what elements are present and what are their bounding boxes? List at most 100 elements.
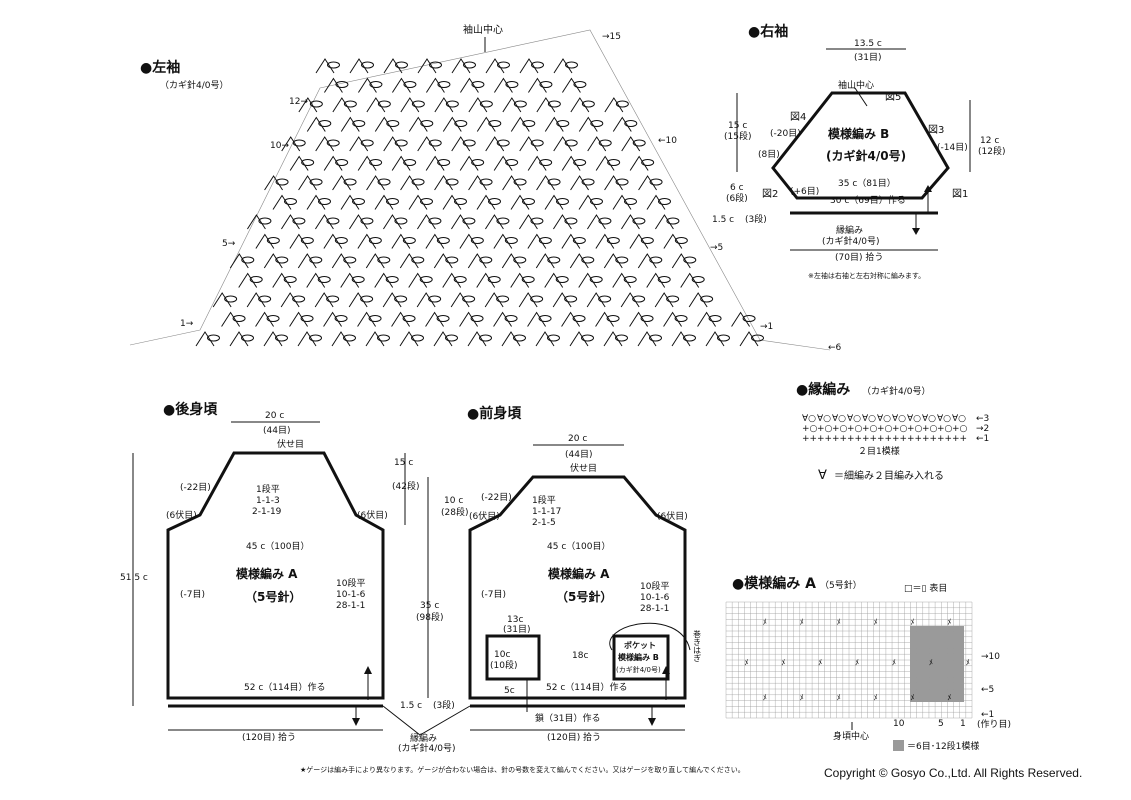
chain-loop: [419, 276, 433, 283]
front-top: 20 c: [568, 434, 587, 444]
rs-center-label: 袖山中心: [838, 79, 874, 91]
right-sleeve-title: ●右袖: [748, 23, 788, 40]
fan-stitch: [229, 253, 249, 269]
chain-loop: [505, 159, 519, 166]
chain-loop: [275, 334, 288, 342]
fan-stitch: [586, 292, 606, 308]
border-stitch: ++: [832, 434, 847, 444]
row-label-15: →15: [602, 32, 621, 42]
border-stitch: ∀○: [877, 414, 891, 424]
chain-loop: [691, 276, 705, 283]
border-stitch: +○: [862, 424, 878, 434]
back-right-cm: 15 c: [394, 458, 413, 468]
chart-n10: 10: [893, 719, 905, 729]
chain-loop: [547, 178, 561, 186]
chain-loop: [564, 139, 578, 147]
cross-stitch-mark: ﾒ: [837, 693, 841, 702]
chain-loop: [708, 315, 722, 322]
chain-loop: [505, 81, 519, 88]
fan-stitch: [638, 175, 657, 191]
chain-loop: [436, 315, 450, 322]
border-stitch: +○: [832, 424, 848, 434]
chain-loop: [547, 256, 561, 264]
chain-loop: [590, 198, 603, 205]
fan-stitch: [289, 233, 309, 249]
chain-loop: [368, 237, 382, 244]
fan-stitch: [417, 214, 436, 230]
chain-loop: [463, 61, 476, 69]
fan-stitch: [552, 292, 572, 308]
rs-edge-needle: (カギ針4/0号): [822, 235, 880, 247]
border-symbol-note: ＝細編み２目編み入れる: [834, 469, 944, 482]
fan-stitch: [527, 233, 547, 249]
chart-start: (作り目): [977, 718, 1011, 730]
rs-pattern: 模様編み B: [828, 126, 889, 141]
fan-stitch: [476, 194, 496, 210]
chain-loop: [343, 178, 357, 186]
front-rows3: (3段): [433, 699, 455, 711]
chain-loop: [335, 159, 349, 166]
fan-stitch: [604, 97, 624, 113]
rs-shape: [771, 91, 950, 200]
chain-loop: [420, 198, 433, 205]
pocket-label-0: ポケット: [624, 640, 656, 650]
border-stitch: +○: [952, 424, 968, 434]
fan-stitch: [459, 155, 479, 171]
chain-loop: [403, 159, 417, 166]
chain-loop: [539, 159, 553, 166]
chain-loop: [394, 139, 408, 147]
fan-stitch: [654, 292, 674, 308]
fan-stitch: [680, 272, 700, 288]
chain-loop: [581, 334, 594, 342]
fan-stitch: [255, 233, 275, 249]
fan-stitch: [400, 175, 419, 191]
fan-stitch: [425, 155, 445, 171]
fan-stitch: [417, 58, 437, 74]
fan-stitch: [562, 77, 581, 93]
fan-stitch: [383, 58, 403, 74]
fan-stitch: [553, 136, 573, 152]
row-label-10r: ←10: [658, 136, 677, 146]
chain-loop: [556, 120, 570, 127]
row-label-1l: 1→: [180, 319, 194, 329]
fan-stitch: [399, 253, 419, 269]
fan-stitch: [417, 136, 437, 152]
fan-stitch: [595, 155, 615, 171]
chain-loop: [386, 120, 400, 127]
border-stitch: +○: [907, 424, 923, 434]
fan-stitch: [697, 311, 716, 327]
back-total: 51.5 c: [120, 573, 148, 583]
fan-stitch: [569, 253, 589, 269]
chain-loop: [377, 334, 390, 342]
back-pattern: 模様編み A: [236, 566, 298, 581]
chain-loop: [607, 159, 621, 166]
fan-stitch: [476, 116, 496, 132]
chain-loop: [640, 315, 654, 322]
fan-stitch: [501, 253, 521, 269]
fan-stitch: [349, 214, 368, 230]
border-title: ●縁編み: [796, 381, 850, 398]
fan-stitch: [587, 136, 607, 152]
pocket-label-2: (カギ針4/0号): [616, 665, 661, 674]
back-side: (-7目): [180, 589, 205, 600]
fan-stitch: [595, 311, 614, 327]
chain-loop: [428, 139, 442, 147]
chain-loop: [377, 100, 391, 108]
rs-pick: (70目) 拾う: [835, 251, 883, 263]
fan-stitch: [528, 77, 547, 93]
chain-loop: [513, 256, 527, 264]
chain-loop: [428, 295, 442, 303]
fan-stitch: [348, 292, 368, 308]
fan-stitch: [340, 194, 360, 210]
fan-stitch: [527, 311, 546, 327]
chain-loop: [317, 276, 331, 283]
fan-stitch: [229, 331, 249, 347]
front-body: ●前身頃 20 c (44目) 伏せ目 (-22目) (6伏目) (6伏目) 1…: [382, 405, 702, 754]
cross-stitch-mark: ﾒ: [800, 693, 804, 702]
chain-loop: [361, 61, 374, 69]
fan-stitch: [612, 116, 632, 132]
border-stitch: +○: [817, 424, 833, 434]
border-stitch: ++: [937, 434, 952, 444]
back-up-arrowhead: [364, 666, 372, 674]
